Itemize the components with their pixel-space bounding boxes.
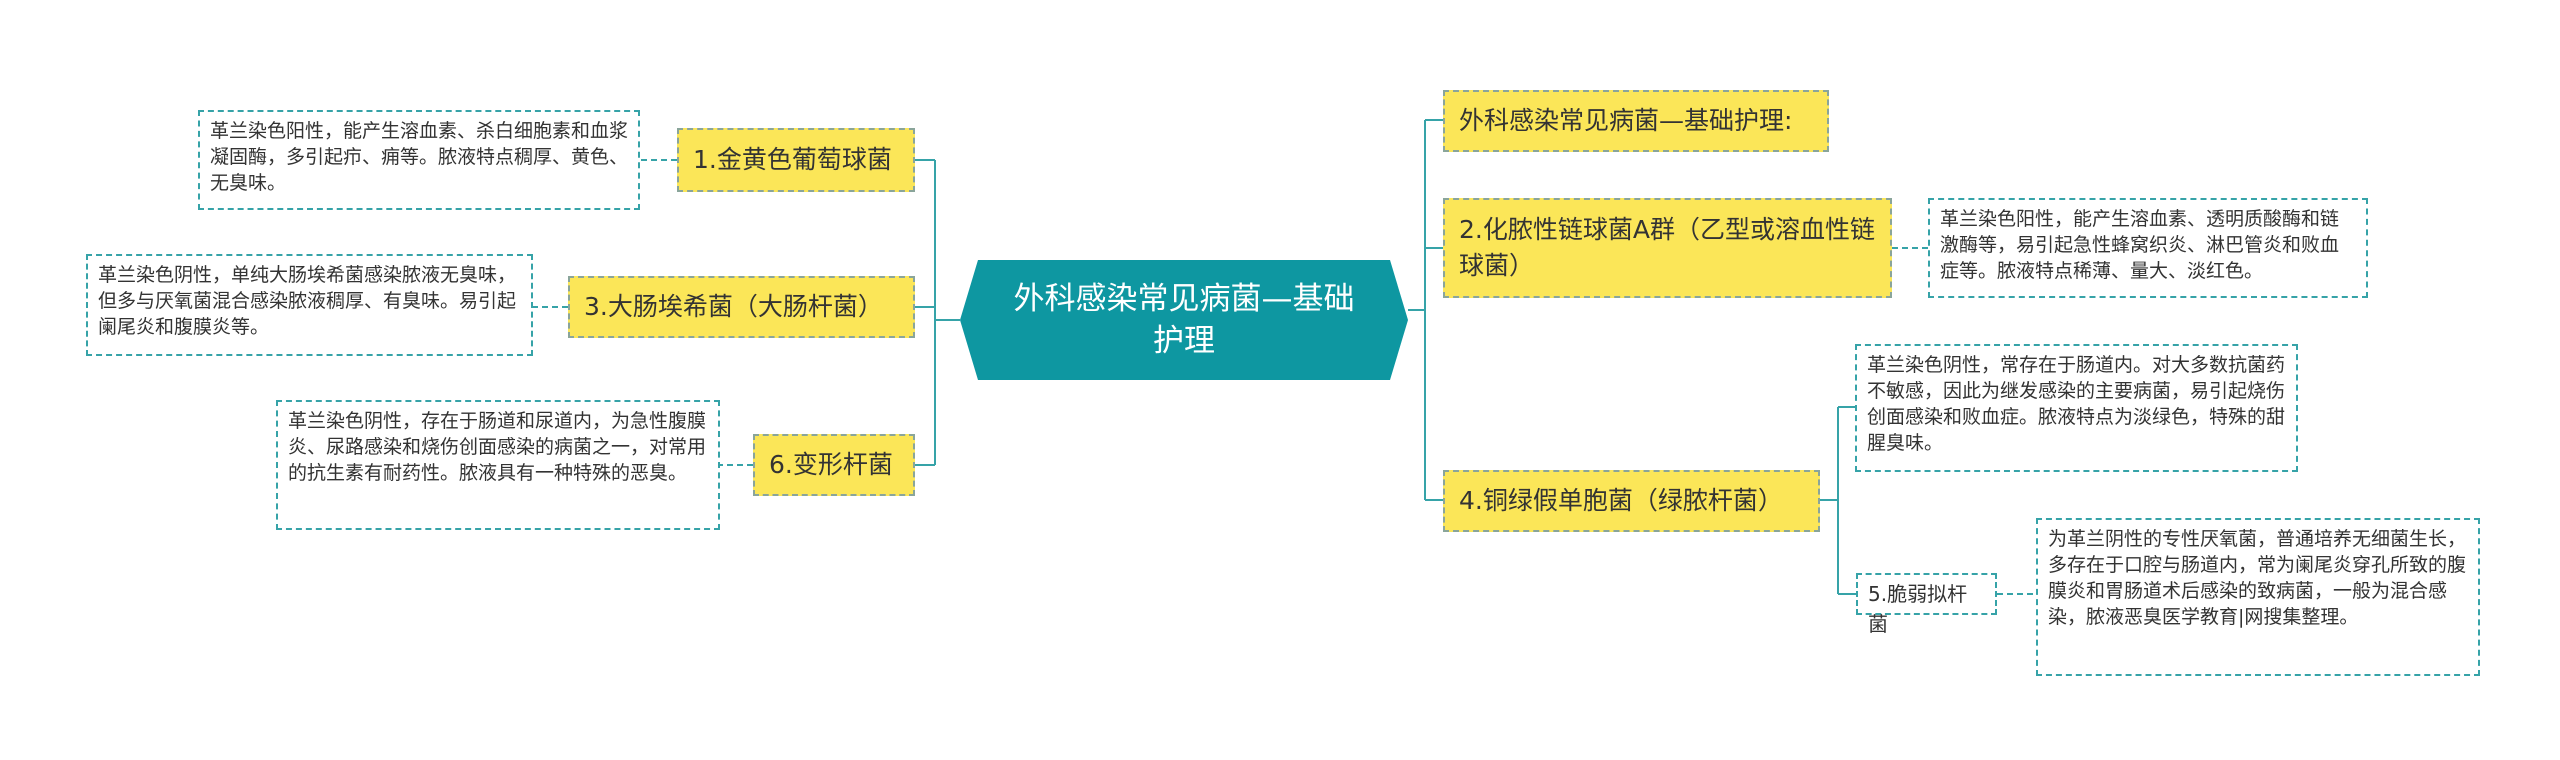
note-pseudomonas[interactable]: 革兰染色阴性，常存在于肠道内。对大多数抗菌药不敏感，因此为继发感染的主要病菌，易… [1855,344,2298,472]
note-text: 革兰染色阳性，能产生溶血素、杀白细胞素和血浆凝固酶，多引起疖、痈等。脓液特点稠厚… [210,120,629,194]
note-text: 革兰染色阳性，能产生溶血素、透明质酸酶和链激酶等，易引起急性蜂窝织炎、淋巴管炎和… [1940,208,2340,282]
note-streptococcus[interactable]: 革兰染色阳性，能产生溶血素、透明质酸酶和链激酶等，易引起急性蜂窝织炎、淋巴管炎和… [1928,198,2368,298]
branch-label: 2.化脓性链球菌A群（乙型或溶血性链球菌） [1459,215,1875,280]
branch-label: 6.变形杆菌 [769,450,893,479]
root-topic[interactable]: 外科感染常见病菌—基础护理 [960,260,1408,380]
note-ecoli[interactable]: 革兰染色阴性，单纯大肠埃希菌感染脓液无臭味，但多与厌氧菌混合感染脓液稠厚、有臭味… [86,254,533,356]
branch-label: 5.脆弱拟杆菌 [1868,582,1968,636]
branch-overview[interactable]: 外科感染常见病菌—基础护理: [1443,90,1829,152]
branch-label: 4.铜绿假单胞菌（绿脓杆菌） [1459,486,1783,515]
note-staphylococcus[interactable]: 革兰染色阳性，能产生溶血素、杀白细胞素和血浆凝固酶，多引起疖、痈等。脓液特点稠厚… [198,110,640,210]
note-proteus[interactable]: 革兰染色阴性，存在于肠道和尿道内，为急性腹膜炎、尿路感染和烧伤创面感染的病菌之一… [276,400,720,530]
link-b4-spine [1820,407,1839,594]
branch-ecoli[interactable]: 3.大肠埃希菌（大肠杆菌） [568,276,915,338]
branch-staphylococcus[interactable]: 1.金黄色葡萄球菌 [677,128,915,192]
note-text: 革兰染色阴性，存在于肠道和尿道内，为急性腹膜炎、尿路感染和烧伤创面感染的病菌之一… [288,410,707,484]
branch-label: 3.大肠埃希菌（大肠杆菌） [584,292,883,321]
note-text: 革兰染色阴性，常存在于肠道内。对大多数抗菌药不敏感，因此为继发感染的主要病菌，易… [1867,354,2286,454]
note-text: 革兰染色阴性，单纯大肠埃希菌感染脓液无臭味，但多与厌氧菌混合感染脓液稠厚、有臭味… [98,264,517,338]
root-title: 外科感染常见病菌—基础护理 [1013,281,1355,359]
note-text: 为革兰阴性的专性厌氧菌，普通培养无细菌生长，多存在于口腔与肠道内，常为阑尾炎穿孔… [2048,528,2467,628]
branch-label: 1.金黄色葡萄球菌 [693,145,892,174]
branch-proteus[interactable]: 6.变形杆菌 [753,434,915,496]
branch-bacteroides[interactable]: 5.脆弱拟杆菌 [1856,573,1997,636]
branch-pseudomonas[interactable]: 4.铜绿假单胞菌（绿脓杆菌） [1443,470,1820,532]
branch-streptococcus[interactable]: 2.化脓性链球菌A群（乙型或溶血性链球菌） [1443,198,1892,298]
note-bacteroides[interactable]: 为革兰阴性的专性厌氧菌，普通培养无细菌生长，多存在于口腔与肠道内，常为阑尾炎穿孔… [2036,518,2480,676]
branch-label: 外科感染常见病菌—基础护理: [1459,106,1793,135]
